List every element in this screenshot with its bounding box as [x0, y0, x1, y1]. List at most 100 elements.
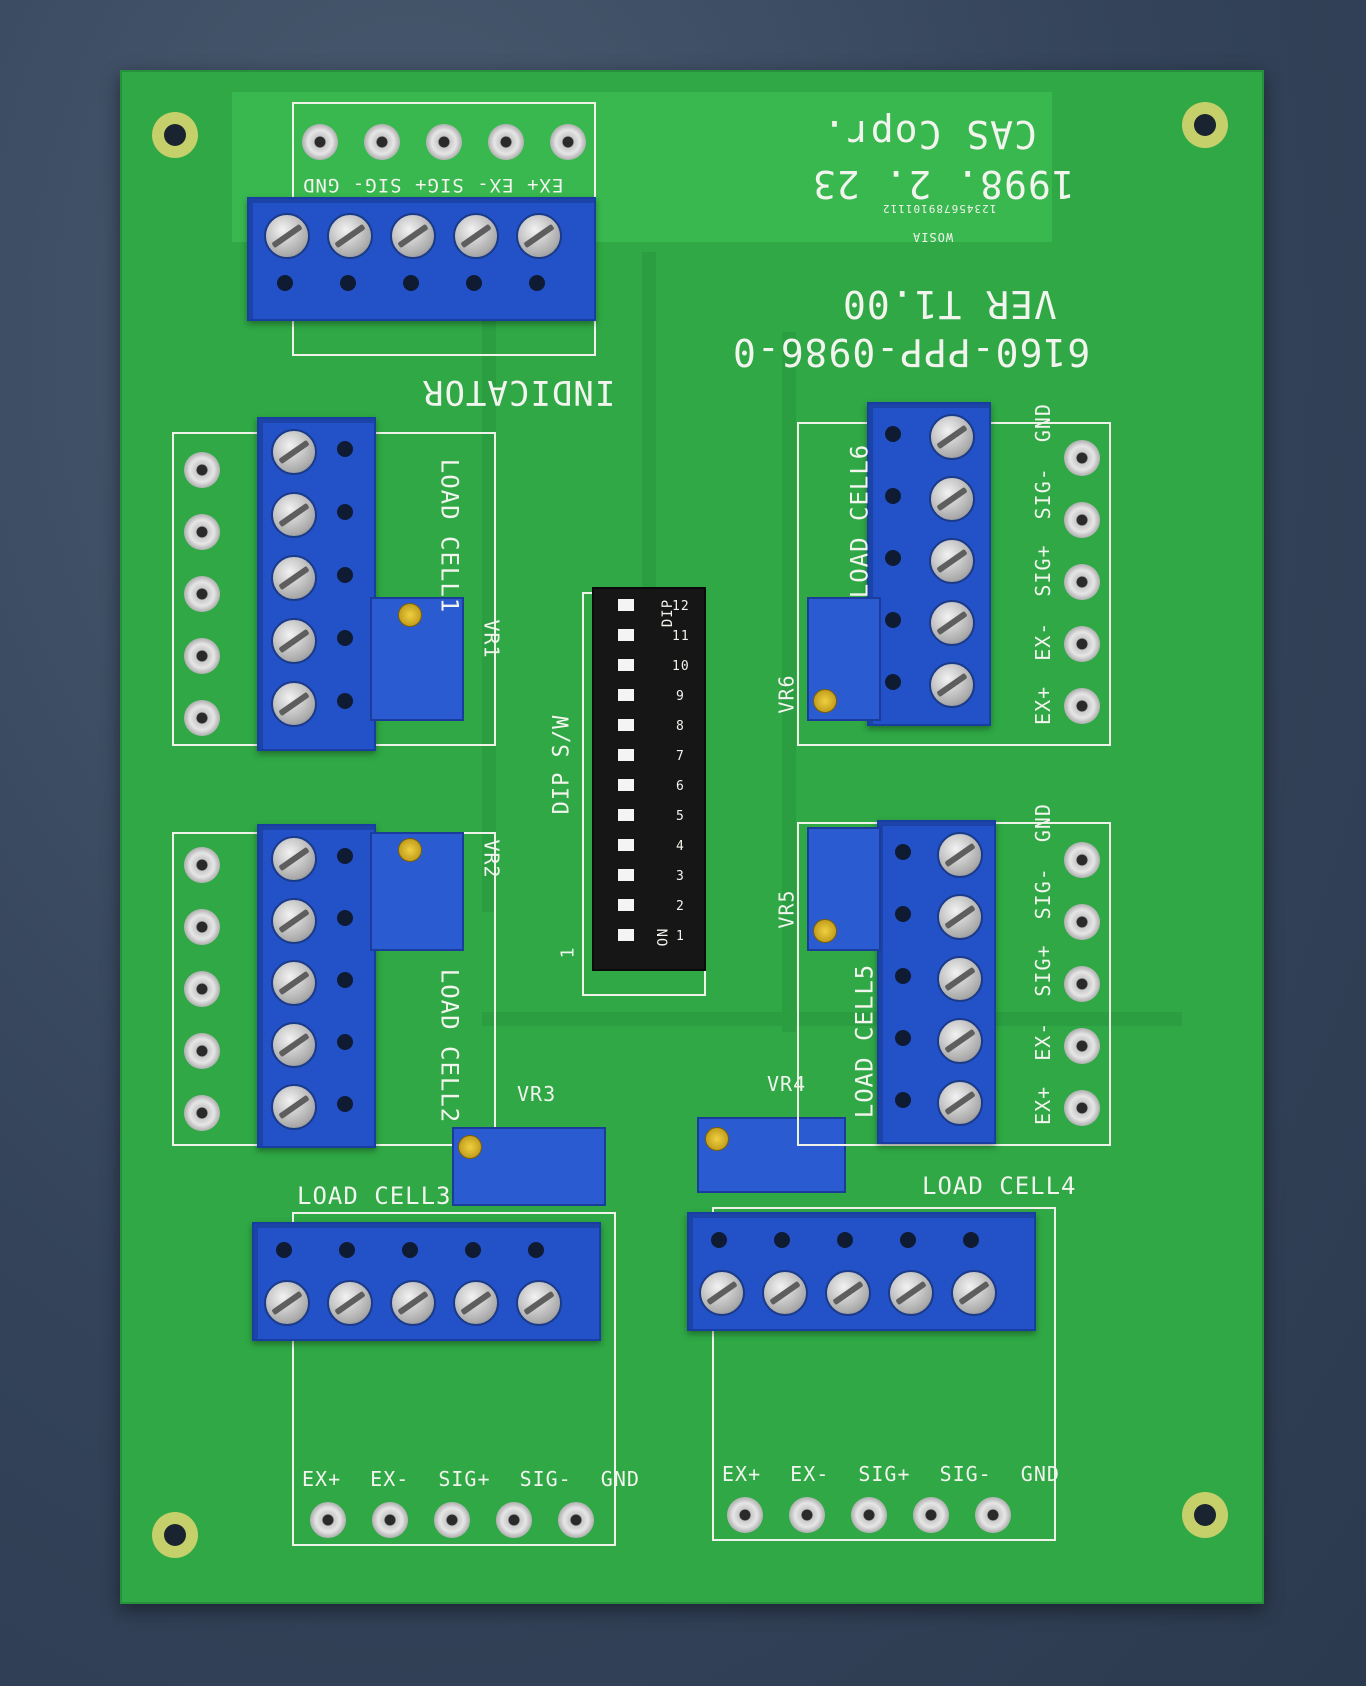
vr2-trimpot[interactable]	[370, 832, 464, 951]
lc3-screw-5	[516, 1280, 562, 1326]
vr1-trimpot[interactable]	[370, 597, 464, 721]
indicator-socket-3	[403, 275, 419, 291]
dip-switch-12[interactable]	[618, 599, 634, 611]
lc6-socket-5	[885, 674, 901, 690]
indicator-screw-5	[516, 213, 562, 259]
lc3-pad-3	[434, 1502, 470, 1538]
vr4-adjust-screw[interactable]	[705, 1127, 729, 1151]
vr6-label: VR6	[774, 674, 799, 714]
lc3-pin-ex-: EX-	[370, 1467, 410, 1491]
dip-switch-7[interactable]	[618, 749, 634, 761]
vr1-label: VR1	[479, 619, 504, 659]
lc4-socket-3	[837, 1232, 853, 1248]
indicator-pin-gnd: GND	[302, 174, 340, 196]
lc6-pin-gnd: GND	[1030, 403, 1055, 443]
lc5-socket-3	[895, 968, 911, 984]
lc6-screw-4	[929, 600, 975, 646]
lc6-pin-ex-: EX-	[1030, 621, 1055, 661]
lc6-pad-3	[1064, 564, 1100, 600]
lc1-terminal-block	[257, 417, 376, 751]
lc6-pad-1	[1064, 440, 1100, 476]
lc1-screw-3	[271, 555, 317, 601]
indicator-screw-2	[327, 213, 373, 259]
lc1-pad-4	[184, 638, 220, 674]
vr2-adjust-screw[interactable]	[398, 838, 422, 862]
lc2-pad-3	[184, 971, 220, 1007]
lc5-pad-5	[1064, 1090, 1100, 1126]
lc4-socket-5	[963, 1232, 979, 1248]
dip-switch-10[interactable]	[618, 659, 634, 671]
lc5-screw-3	[937, 956, 983, 1002]
lc6-pin-sig-: SIG-	[1030, 467, 1055, 520]
lc2-socket-4	[337, 1034, 353, 1050]
part-number-text: 6160-PPP-0986-0	[732, 330, 1091, 374]
lc1-pad-1	[184, 452, 220, 488]
dip-switch-9[interactable]	[618, 689, 634, 701]
lc2-pad-2	[184, 909, 220, 945]
dip-switch-4[interactable]	[618, 839, 634, 851]
dip-pin1-label: 1	[557, 946, 579, 959]
lc5-socket-5	[895, 1092, 911, 1108]
lc6-socket-3	[885, 550, 901, 566]
dip-switch-5[interactable]	[618, 809, 634, 821]
dip-number-11: 11	[672, 629, 690, 644]
vr5-adjust-screw[interactable]	[813, 919, 837, 943]
lc1-socket-4	[337, 630, 353, 646]
vr5-trimpot[interactable]	[807, 827, 881, 951]
lc3-screw-4	[453, 1280, 499, 1326]
lc4-socket-4	[900, 1232, 916, 1248]
lc5-pad-4	[1064, 1028, 1100, 1064]
dip-switch-8[interactable]	[618, 719, 634, 731]
vr3-trimpot[interactable]	[452, 1127, 606, 1206]
load-cell4-outline	[712, 1207, 1056, 1541]
dip-switch-body: DIP ON 1 2 3 4 5 6 7 8 9 10 11 12	[592, 587, 706, 971]
indicator-socket-2	[340, 275, 356, 291]
lc5-pad-3	[1064, 966, 1100, 1002]
vr6-trimpot[interactable]	[807, 597, 881, 721]
lc3-pad-5	[558, 1502, 594, 1538]
lc3-pin-sig+: SIG+	[438, 1467, 491, 1491]
dip-switch-6[interactable]	[618, 779, 634, 791]
dip-switch-11[interactable]	[618, 629, 634, 641]
dip-number-12: 12	[672, 599, 690, 614]
lc6-socket-1	[885, 426, 901, 442]
lc2-pad-5	[184, 1095, 220, 1131]
lc1-socket-3	[337, 567, 353, 583]
lc4-pin-ex+: EX+	[722, 1462, 762, 1486]
lc4-pin-sig+: SIG+	[858, 1462, 911, 1486]
dip-number-7: 7	[676, 749, 685, 764]
lc2-terminal-block	[257, 824, 376, 1148]
vr5-label: VR5	[774, 889, 799, 929]
load-cell4-label: LOAD CELL4	[922, 1172, 1077, 1200]
indicator-screw-3	[390, 213, 436, 259]
date-code-text: 123456789101112	[882, 202, 997, 215]
indicator-pad-ex-	[488, 124, 524, 160]
vr6-adjust-screw[interactable]	[813, 689, 837, 713]
lc5-pin-gnd: GND	[1030, 803, 1055, 843]
dip-switch-1[interactable]	[618, 929, 634, 941]
vr3-adjust-screw[interactable]	[458, 1135, 482, 1159]
lc1-screw-1	[271, 429, 317, 475]
load-cell3-label: LOAD CELL3	[297, 1182, 452, 1210]
lc4-pin-ex-: EX-	[790, 1462, 830, 1486]
dip-switch-3[interactable]	[618, 869, 634, 881]
lc3-pin-sig-: SIG-	[519, 1467, 572, 1491]
vr4-trimpot[interactable]	[697, 1117, 846, 1193]
copyright-text: CAS Copr.	[822, 112, 1037, 156]
mounting-hole-top-right	[1182, 102, 1228, 148]
indicator-screw-1	[264, 213, 310, 259]
indicator-socket-1	[277, 275, 293, 291]
lc4-terminal-block	[687, 1212, 1036, 1331]
dip-switch-2[interactable]	[618, 899, 634, 911]
vr1-adjust-screw[interactable]	[398, 603, 422, 627]
lc6-screw-5	[929, 662, 975, 708]
lc5-screw-4	[937, 1018, 983, 1064]
indicator-terminal-block	[247, 197, 596, 321]
maker-mark-text: WOSIA	[912, 230, 954, 244]
dip-on-label: ON	[655, 927, 672, 947]
indicator-label: INDICATOR	[422, 372, 616, 412]
lc5-screw-5	[937, 1080, 983, 1126]
lc5-socket-4	[895, 1030, 911, 1046]
lc4-pin-gnd: GND	[1020, 1462, 1060, 1486]
lc6-pin-ex+: EX+	[1030, 685, 1055, 725]
